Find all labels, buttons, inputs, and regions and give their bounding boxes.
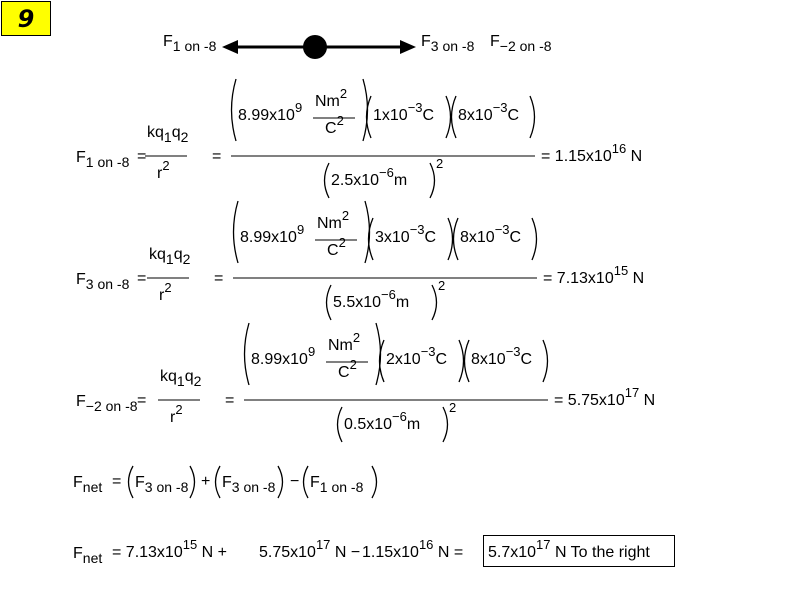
eq-unit-den: C2	[327, 235, 346, 259]
eq-charge-1: 3x10−3C	[375, 222, 437, 246]
charge-particle-icon	[303, 35, 327, 59]
eq-unit-num: Nm2	[317, 208, 350, 232]
force-label-right-1: F3 on -8	[421, 33, 475, 55]
eq-result: = 1.15x1016 N	[541, 141, 643, 165]
eq-result: = 5.75x1017 N	[554, 385, 656, 409]
eq-unit-num: Nm2	[315, 86, 348, 110]
problem-number-badge: 9	[1, 1, 51, 36]
arrow-left-head-icon	[222, 40, 238, 54]
arrow-right-head-icon	[400, 40, 416, 54]
eq-constant: 8.99x109	[238, 100, 303, 124]
eq-distance: 0.5x10−6m	[344, 409, 421, 433]
force-label-right-2: F−2 on -8	[490, 33, 552, 55]
eq-constant: 8.99x109	[251, 344, 316, 368]
eq-distance: 2.5x10−6m	[331, 165, 408, 189]
coulomb-numerator: kq1q2	[160, 368, 202, 390]
eq-lhs: F1 on -8	[76, 149, 130, 171]
eq-unit-den: C2	[338, 357, 357, 381]
eq-charge-2: 8x10−3C	[471, 344, 533, 368]
coulomb-numerator: kq1q2	[147, 124, 189, 146]
eq-charge-1: 1x10−3C	[373, 100, 435, 124]
eq-distance-power: 2	[436, 156, 444, 171]
coulomb-numerator: kq1q2	[149, 246, 191, 268]
eq-charge-2: 8x10−3C	[458, 100, 520, 124]
final-answer: 5.7x1017 N To the right	[488, 537, 650, 561]
eq-distance-power: 2	[438, 278, 446, 293]
eq-lhs: F−2 on -8	[76, 393, 138, 415]
eq-result: = 7.13x1015 N	[543, 263, 645, 287]
eq-charge-2: 8x10−3C	[460, 222, 522, 246]
eq-charge-1: 2x10−3C	[386, 344, 448, 368]
eq-distance-power: 2	[449, 400, 457, 415]
final-answer-box	[483, 535, 675, 567]
coulomb-denominator: r2	[157, 158, 170, 182]
eq-unit-num: Nm2	[328, 330, 361, 354]
eq-distance: 5.5x10−6m	[333, 287, 410, 311]
coulomb-denominator: r2	[159, 280, 172, 304]
eq-unit-den: C2	[325, 113, 344, 137]
eq-constant: 8.99x109	[240, 222, 305, 246]
eq-lhs: F3 on -8	[76, 271, 130, 293]
coulomb-denominator: r2	[170, 402, 183, 426]
force-label-left: F1 on -8	[163, 33, 217, 55]
